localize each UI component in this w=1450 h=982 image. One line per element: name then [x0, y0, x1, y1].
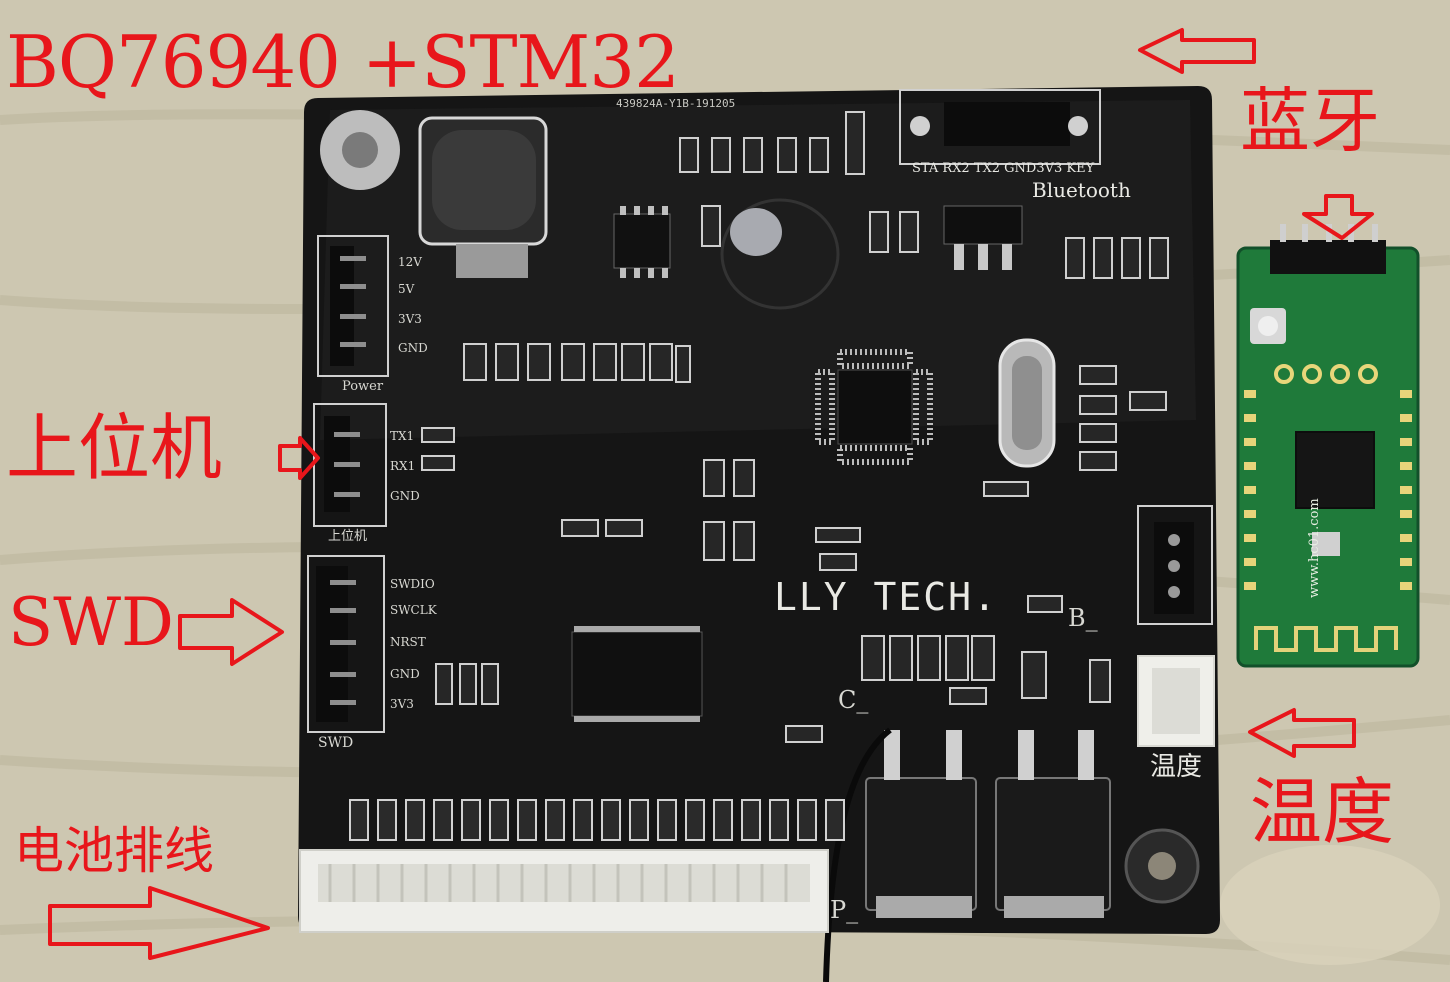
- header-p4: [1137, 505, 1213, 625]
- module-pads: [1274, 364, 1378, 384]
- marker-b: B_: [1068, 604, 1098, 632]
- swd-pin-swclk: SWCLK: [390, 603, 437, 617]
- arrow-left-icon: [1138, 28, 1256, 74]
- battery-cable-connector: [299, 849, 829, 933]
- mcu-u1-pins-bottom: [837, 445, 913, 465]
- arrow-right-icon: [278, 436, 320, 480]
- crystal-cry1-inner: [1012, 356, 1042, 450]
- inductor-l1-core: [432, 130, 536, 230]
- annotation-arrows: [48, 28, 1374, 960]
- bluetooth-silkscreen: Bluetooth: [1032, 178, 1131, 202]
- bluetooth-module: [1236, 224, 1420, 668]
- temperature-connector-p7: [1137, 655, 1215, 747]
- module-pin-header: [1270, 240, 1386, 274]
- afe-pins-bottom: [574, 716, 700, 722]
- arrow-left-icon: [1248, 708, 1356, 758]
- inductor-l1-pads: [456, 244, 528, 278]
- header-p3-swd: [307, 555, 385, 733]
- module-url-silkscreen: www.hc01.com: [1307, 498, 1322, 598]
- temperature-silkscreen: 温度: [1150, 752, 1203, 782]
- mounting-hole-bottom-inner: [1148, 852, 1176, 880]
- mosfet-q1: [865, 777, 977, 911]
- module-button-cap: [1258, 316, 1278, 336]
- chip-u4-pins: [620, 206, 668, 278]
- power-pin-5v: 5V: [398, 282, 415, 296]
- mounting-hole-top-inner: [342, 132, 378, 168]
- mosfet-q2-tab: [1004, 896, 1104, 918]
- mosfet-q1-legs: [884, 730, 962, 780]
- background-stain: [1220, 845, 1440, 965]
- power-header-label: Power: [342, 379, 384, 394]
- mosfet-q2-legs: [1018, 730, 1094, 780]
- swd-pin-gnd: GND: [390, 667, 420, 681]
- host-header-label: 上位机: [328, 529, 368, 544]
- module-crystal: [1312, 532, 1340, 556]
- power-pin-3v3: 3V3: [398, 312, 422, 326]
- capacitor-top: [730, 208, 782, 256]
- temperature-annotation: 温度: [1250, 770, 1395, 854]
- bluetooth-pin-silkscreen: STA RX2 TX2 GND3V3 KEY: [912, 161, 1095, 176]
- afe-chip-u6: [571, 631, 703, 717]
- module-antenna: [1254, 626, 1398, 652]
- mcu-u1-pins-right: [913, 369, 933, 445]
- mcu-u1-pins-top: [837, 349, 913, 369]
- balance-resistor-row: [349, 799, 845, 841]
- afe-pins-top: [574, 626, 700, 632]
- mcu-u1: [837, 369, 913, 445]
- swd-annotation: SWD: [8, 584, 174, 661]
- mosfet-q2: [995, 777, 1111, 911]
- brand-silkscreen: LLY TECH.: [774, 575, 998, 619]
- module-edge-pads: [1244, 390, 1412, 590]
- swd-pin-swdio: SWDIO: [390, 577, 435, 591]
- regulator-u3: [943, 205, 1023, 245]
- header-p1-power: [317, 235, 389, 377]
- power-pin-gnd: GND: [398, 341, 428, 355]
- regulator-u3-pins: [954, 244, 1012, 270]
- arrow-right-icon: [178, 598, 284, 666]
- battery-cable-annotation: 电池排线: [14, 822, 214, 880]
- swd-header-label: SWD: [318, 735, 354, 751]
- mosfet-q1-tab: [876, 896, 972, 918]
- title-annotation: BQ76940 +STM32: [6, 20, 680, 104]
- arrow-down-icon: [1302, 194, 1374, 240]
- swd-pin-3v3: 3V3: [390, 697, 414, 711]
- host-computer-annotation: 上位机: [6, 406, 223, 490]
- swd-pin-nrst: NRST: [390, 635, 426, 649]
- chip-u4: [613, 213, 671, 269]
- board-id-silkscreen: 439824A-Y1B-191205: [616, 97, 736, 110]
- arrow-right-icon: [48, 886, 270, 960]
- power-pin-12v: 12V: [398, 255, 422, 269]
- host-pin-rx1: RX1: [390, 459, 416, 473]
- smd-components: [421, 111, 1169, 743]
- marker-p: P_: [830, 896, 859, 924]
- header-p5-bluetooth: [899, 89, 1101, 165]
- mcu-u1-pins-left: [815, 369, 835, 445]
- bms-board: [298, 86, 1220, 982]
- host-pin-gnd: GND: [390, 489, 420, 503]
- host-pin-tx1: TX1: [390, 429, 415, 443]
- marker-c: C_: [838, 686, 869, 714]
- bluetooth-annotation: 蓝牙: [1240, 80, 1380, 162]
- module-chip: [1295, 431, 1375, 509]
